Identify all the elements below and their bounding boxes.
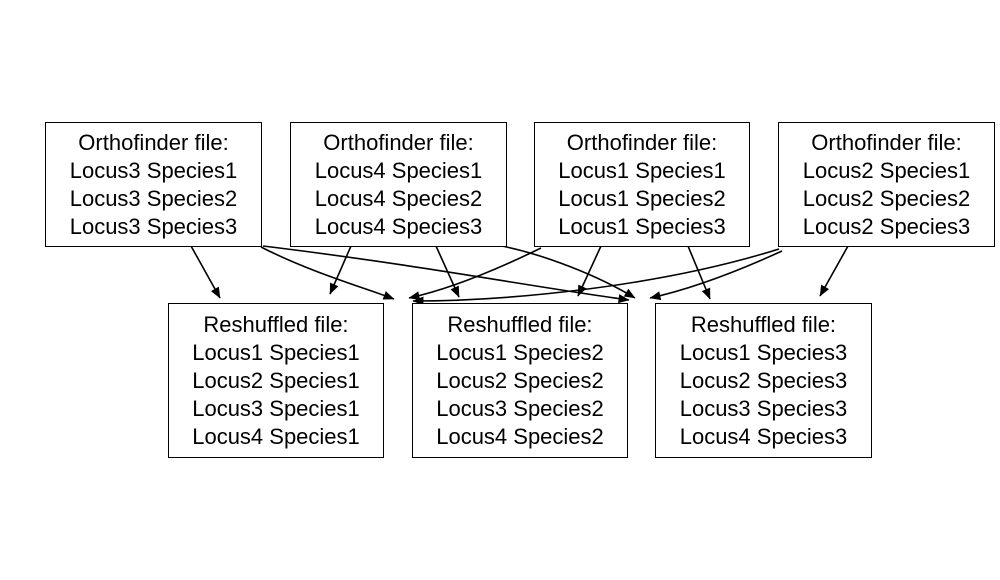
node-line: Locus4 Species1 bbox=[314, 157, 483, 183]
edge-t3-b2 bbox=[577, 245, 602, 297]
node-line: Locus4 Species3 bbox=[679, 423, 848, 449]
node-line: Locus4 Species2 bbox=[314, 185, 483, 211]
node-title: Orthofinder file: bbox=[566, 129, 718, 155]
edge-t1-b3 bbox=[262, 245, 630, 304]
edge-t4-b2 bbox=[649, 250, 783, 301]
node-title: Orthofinder file: bbox=[811, 129, 962, 155]
edge-t2-b2 bbox=[435, 245, 460, 298]
node-line: Locus3 Species2 bbox=[69, 185, 238, 211]
edge-t1-b1 bbox=[190, 245, 221, 299]
node-title: Reshuffled file: bbox=[203, 311, 349, 337]
node-line: Locus1 Species3 bbox=[558, 213, 726, 239]
edge-t2-b3 bbox=[501, 245, 636, 299]
node-line: Locus3 Species3 bbox=[69, 213, 238, 239]
node-line: Locus2 Species1 bbox=[802, 157, 971, 183]
node-line: Locus2 Species2 bbox=[802, 185, 971, 211]
node-line: Locus1 Species1 bbox=[192, 339, 360, 365]
node-line: Locus2 Species2 bbox=[436, 367, 604, 393]
node-line: Locus2 Species3 bbox=[679, 367, 848, 393]
edge-t2-b1 bbox=[329, 245, 352, 295]
node-line: Locus3 Species3 bbox=[679, 395, 848, 421]
node-line: Locus4 Species1 bbox=[192, 423, 360, 449]
node-line: Locus1 Species1 bbox=[558, 157, 726, 183]
node-line: Locus1 Species2 bbox=[558, 185, 726, 211]
node-line: Locus4 Species3 bbox=[314, 213, 483, 239]
node-line: Locus3 Species2 bbox=[436, 395, 604, 421]
node-title: Reshuffled file: bbox=[690, 311, 837, 337]
node-line: Locus2 Species3 bbox=[802, 213, 971, 239]
edge-t4-b1 bbox=[412, 248, 780, 306]
edge-t1-b2 bbox=[260, 246, 395, 300]
edge-t4-b3 bbox=[819, 245, 849, 297]
node-line: Locus1 Species2 bbox=[436, 339, 604, 365]
node-line: Locus3 Species1 bbox=[192, 395, 360, 421]
node-line: Locus4 Species2 bbox=[436, 423, 604, 449]
node-line: Locus1 Species3 bbox=[679, 339, 848, 365]
node-title: Orthofinder file: bbox=[78, 129, 229, 155]
node-title: Reshuffled file: bbox=[447, 311, 593, 337]
node-title: Orthofinder file: bbox=[323, 129, 474, 155]
edge-t3-b1 bbox=[408, 247, 542, 301]
edge-t3-b3 bbox=[687, 245, 711, 300]
node-line: Locus2 Species1 bbox=[192, 367, 360, 393]
node-line: Locus3 Species1 bbox=[69, 157, 238, 183]
